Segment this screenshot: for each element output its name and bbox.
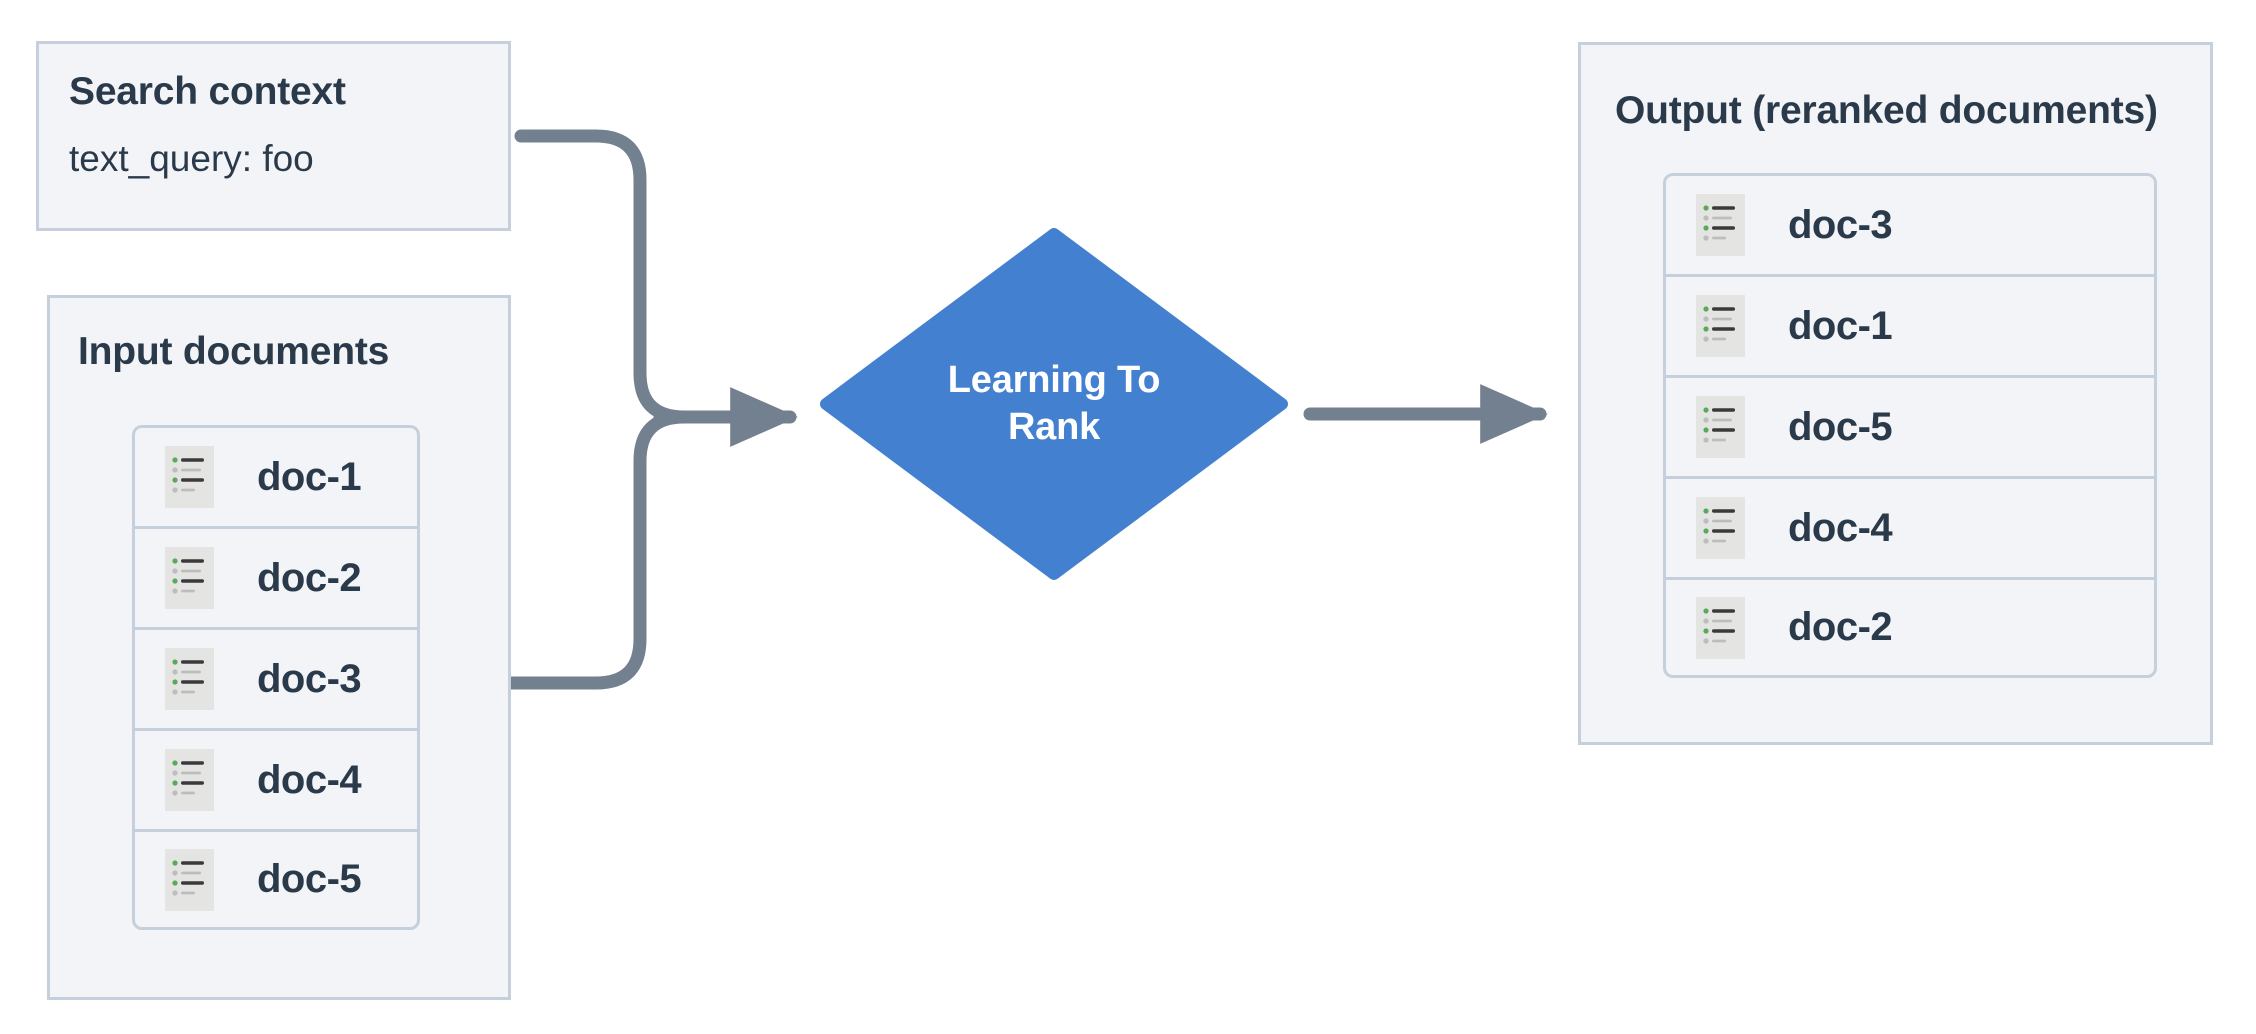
connector-search-context-to-ltr [514, 129, 691, 424]
document-row[interactable]: doc-3 [132, 627, 420, 728]
document-label: doc-5 [1788, 404, 1893, 449]
document-row[interactable]: doc-2 [1663, 577, 2157, 678]
output-documents-title: Output (reranked documents) [1615, 89, 2158, 132]
document-row[interactable]: doc-5 [132, 829, 420, 930]
search-context-title: Search context [69, 70, 346, 113]
output-document-list: doc-3 doc-1 doc-5 doc-4 doc-2 [1663, 173, 2157, 678]
document-label: doc-1 [1788, 303, 1893, 348]
document-label: doc-1 [257, 454, 362, 499]
document-row[interactable]: doc-1 [1663, 274, 2157, 375]
connector-input-documents-to-ltr [500, 410, 691, 690]
document-list-icon [165, 547, 214, 609]
document-row[interactable]: doc-3 [1663, 173, 2157, 274]
document-list-icon [1696, 295, 1745, 357]
document-label: doc-3 [257, 656, 362, 701]
process-node-learning-to-rank[interactable]: Learning To Rank [820, 228, 1288, 580]
document-label: doc-4 [1788, 505, 1893, 550]
document-list-icon [165, 749, 214, 811]
diamond-shape [820, 228, 1288, 580]
document-list-icon [165, 848, 214, 911]
document-list-icon [165, 648, 214, 710]
document-row[interactable]: doc-4 [1663, 476, 2157, 577]
search-context-query: text_query: foo [69, 138, 314, 179]
document-list-icon [1696, 396, 1745, 458]
document-label: doc-4 [257, 757, 362, 802]
document-label: doc-5 [257, 857, 362, 901]
input-documents-title: Input documents [78, 330, 390, 373]
document-row[interactable]: doc-4 [132, 728, 420, 829]
input-document-list: doc-1 doc-2 doc-3 doc-4 doc-5 [132, 425, 420, 930]
document-row[interactable]: doc-5 [1663, 375, 2157, 476]
document-label: doc-2 [257, 555, 362, 600]
document-label: doc-2 [1788, 605, 1893, 649]
document-list-icon [165, 446, 214, 508]
search-context-panel: Search context text_query: foo [36, 41, 511, 231]
document-list-icon [1696, 194, 1745, 256]
document-list-icon [1696, 497, 1745, 559]
document-list-icon [1696, 596, 1745, 659]
document-label: doc-3 [1788, 202, 1893, 247]
document-row[interactable]: doc-1 [132, 425, 420, 526]
document-row[interactable]: doc-2 [132, 526, 420, 627]
